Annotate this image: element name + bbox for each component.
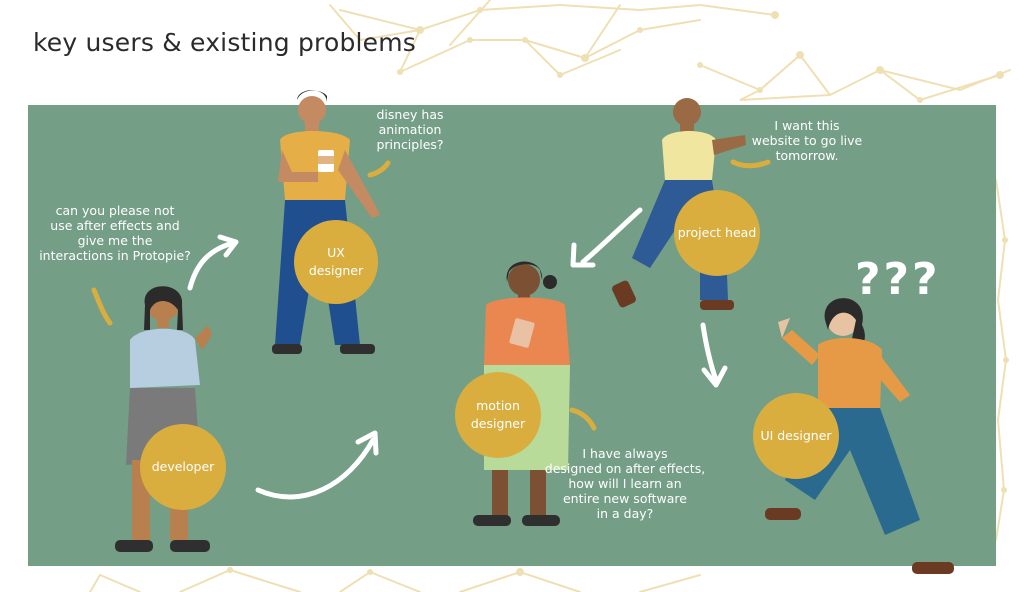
badge-developer: developer	[140, 424, 226, 510]
quote-line: animation	[378, 122, 442, 137]
project-head-quote: I want this website to go live tomorrow.	[742, 118, 872, 163]
badge-ux-designer: UX designer	[294, 220, 378, 304]
arrow-head-icon	[217, 234, 239, 258]
quote-line: designed on after effects,	[544, 461, 706, 476]
speech-tick-icon	[569, 407, 597, 431]
badge-label: motion	[476, 398, 520, 413]
curved-arrow-icon	[580, 207, 643, 265]
quote-line: disney has	[376, 107, 444, 122]
arrow-head-icon	[355, 430, 379, 456]
quote-line: give me the	[77, 233, 153, 248]
quote-line: principles?	[376, 137, 444, 152]
badge-label: designer	[470, 416, 526, 431]
badge-label: UX	[327, 245, 345, 260]
curved-arrow-icon	[700, 322, 719, 383]
developer-quote: can you please not use after effects and…	[35, 203, 195, 263]
badge-ui-designer: UI designer	[753, 393, 839, 479]
page-title: key users & existing problems	[33, 28, 417, 57]
question-marks: ???	[855, 254, 941, 305]
quote-line: tomorrow.	[775, 148, 839, 163]
quote-line: I want this	[774, 118, 840, 133]
speech-tick-icon	[730, 159, 771, 169]
arrow-head-icon	[570, 242, 596, 268]
speech-tick-icon	[91, 287, 113, 326]
quote-line: entire new software	[562, 491, 687, 506]
ux-quote: disney has animation principles?	[364, 107, 456, 152]
quote-line: interactions in Protopie?	[39, 248, 191, 263]
badge-project-head: project head	[674, 190, 760, 276]
badge-motion-designer: motion designer	[455, 372, 541, 458]
motion-quote: I have always designed on after effects,…	[530, 446, 720, 521]
developer-figure	[115, 286, 212, 552]
speech-tick-icon	[367, 160, 391, 178]
quote-line: use after effects and	[50, 218, 180, 233]
quote-line: in a day?	[596, 506, 654, 521]
badge-label: designer	[308, 263, 364, 278]
badge-label: developer	[151, 459, 215, 474]
curved-arrow-icon	[255, 437, 376, 500]
arrows-layer	[91, 159, 771, 500]
badge-label: UI designer	[760, 428, 832, 443]
quote-line: can you please not	[55, 203, 175, 218]
curved-arrow-icon	[187, 240, 236, 291]
quote-line: I have always	[582, 446, 668, 461]
badge-label: project head	[677, 225, 757, 240]
quote-line: website to go live	[751, 133, 863, 148]
arrow-head-icon	[701, 365, 728, 388]
quote-line: how will I learn an	[568, 476, 682, 491]
